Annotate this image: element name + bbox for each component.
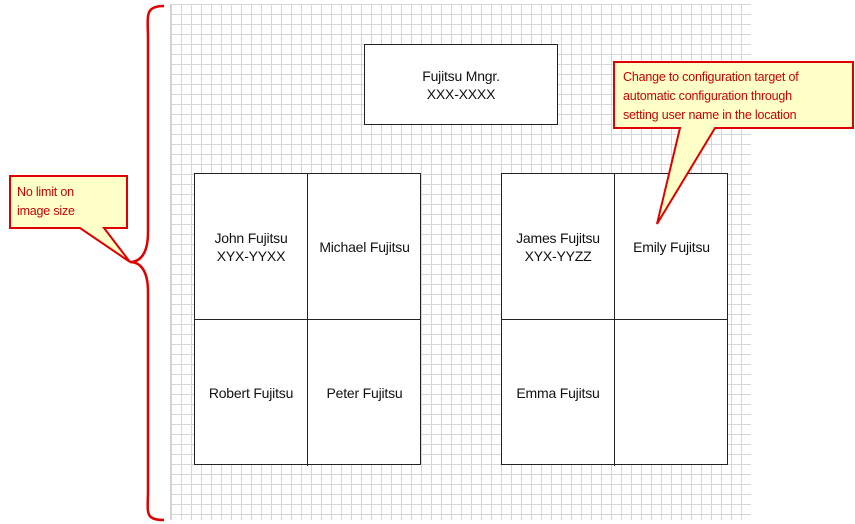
left-group: John Fujitsu XYX-YYXX Michael Fujitsu Ro… [194, 173, 421, 466]
right-group: James Fujitsu XYX-YYZZ Emily Fujitsu Emm… [501, 173, 728, 466]
right-cell-3: Emma Fujitsu [502, 320, 615, 466]
left-cell-4: Peter Fujitsu [308, 320, 421, 466]
manager-box: Fujitsu Mngr. XXX-XXXX [364, 44, 558, 125]
cell-name: Robert Fujitsu [208, 385, 294, 401]
right-cell-2: Emily Fujitsu [615, 174, 728, 320]
cell-code: XYX-YYXX [216, 247, 286, 264]
cell-name: Michael Fujitsu [319, 238, 410, 255]
config-callout-text: Change to configuration target of automa… [623, 68, 799, 125]
config-callout-line-2: automatic configuration through [623, 89, 792, 103]
config-callout-line-3: setting user name in the location [623, 108, 797, 122]
cell-name: John Fujitsu [214, 229, 288, 246]
cell-name: Peter Fujitsu [326, 385, 403, 401]
config-callout-line-1: Change to configuration target of [623, 70, 799, 84]
cell-name: Emily Fujitsu [633, 238, 710, 255]
left-cell-1: John Fujitsu XYX-YYXX [195, 174, 308, 320]
size-callout-text: No limit on image size [17, 183, 75, 221]
cell-code: XYX-YYZZ [524, 247, 592, 264]
cell-name: James Fujitsu [516, 229, 600, 246]
manager-code: XXX-XXXX [426, 85, 496, 102]
right-cell-1: James Fujitsu XYX-YYZZ [502, 174, 615, 320]
curly-brace [129, 4, 165, 522]
size-callout-shape [9, 175, 131, 263]
left-cell-3: Robert Fujitsu [195, 320, 308, 466]
cell-name: Emma Fujitsu [516, 385, 600, 401]
manager-name: Fujitsu Mngr. [422, 67, 500, 84]
size-callout-line-1: No limit on [17, 185, 74, 199]
config-callout-shape [613, 61, 854, 225]
left-cell-2: Michael Fujitsu [308, 174, 421, 320]
size-callout-line-2: image size [17, 204, 75, 218]
